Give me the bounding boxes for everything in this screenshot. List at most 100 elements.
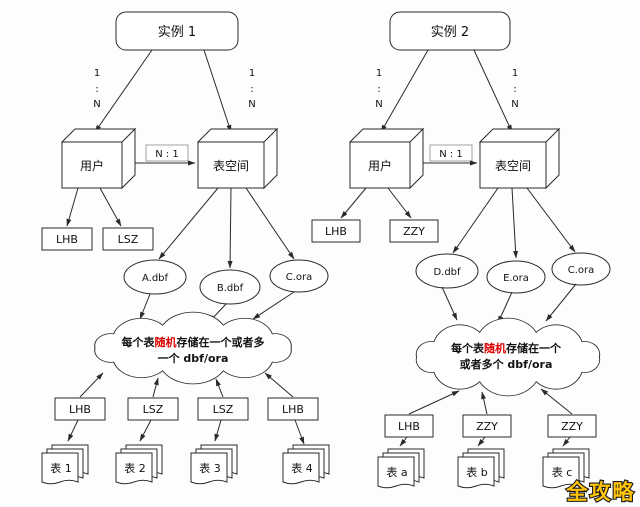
arrow-box2-to-cloud <box>152 377 159 398</box>
arrow-adbf-to-cloud <box>139 293 151 320</box>
arrow-box2-to-table <box>139 419 152 442</box>
cloud-text-line1: 每个表随机存储在一个 <box>451 341 562 355</box>
table-label: 表 4 <box>291 461 313 475</box>
table-owner-label: ZZY <box>561 420 583 433</box>
table-owner-box-right-2 <box>462 414 512 438</box>
arrow-box3-to-cloud <box>215 378 224 398</box>
arrow-instance2-to-user <box>380 49 429 133</box>
ratio-1n-label: 1 : N <box>511 68 518 110</box>
arrow-box4-to-cloud <box>264 372 294 398</box>
tablespace-label-right: 表空间 <box>495 159 531 173</box>
instance-1-section: 实例 1 1 : N 1 : N 用户 表空间 N : 1 LHB LSZ <box>41 11 330 485</box>
arrow-eora-to-cloud <box>497 291 513 324</box>
table-owner-box-left-1 <box>54 397 106 421</box>
ratio-n1-label: N : 1 <box>155 149 179 160</box>
schema-box-right-2 <box>389 219 439 243</box>
storage-cloud-left <box>94 311 292 385</box>
ratio-n: N <box>375 99 382 110</box>
ratio-colon: : <box>250 84 253 95</box>
arrow-ts-to-bdbf <box>227 187 233 269</box>
table-doc-stack-a: 表 a <box>377 448 425 489</box>
arrow-rbox3-to-table <box>562 436 571 447</box>
ratio-one: 1 <box>249 68 255 79</box>
arrow-instance2-to-tablespace <box>473 49 513 133</box>
arrow-user-to-lsz-left <box>99 187 122 227</box>
datafile-label: D.dbf <box>433 267 461 278</box>
datafile-ellipse-right-2 <box>486 260 546 294</box>
schema-box-left-1 <box>41 227 93 251</box>
arrow-ts-to-ddbf <box>452 187 499 254</box>
arrow-instance1-to-tablespace <box>203 49 232 133</box>
table-label: 表 c <box>552 465 573 479</box>
arrow-ts-to-cora-right <box>526 187 576 253</box>
arrow-instance1-to-user <box>94 49 153 133</box>
schema-label: ZZY <box>403 225 425 238</box>
arrow-ts-to-cora <box>245 187 295 260</box>
cloud-text-highlight: 随机 <box>484 341 506 355</box>
schema-box-right-1 <box>311 219 361 243</box>
datafile-label: A.dbf <box>142 273 169 284</box>
table-label: 表 1 <box>50 461 72 475</box>
table-owner-box-left-3 <box>197 397 249 421</box>
watermark-text: 全攻略 <box>566 480 636 504</box>
table-doc-stack-4: 表 4 <box>282 444 330 485</box>
schema-label: LHB <box>56 233 78 246</box>
datafile-ellipse-right-3 <box>551 252 611 286</box>
user-cube-right <box>348 127 425 190</box>
table-owner-label: LHB <box>282 403 304 416</box>
datafile-ellipse-left-3 <box>269 259 329 293</box>
instance-2-node <box>389 11 511 51</box>
datafile-ellipse-left-2 <box>199 269 261 305</box>
arrow-rbox3-to-cloud <box>540 388 573 415</box>
table-doc-stack-2: 表 2 <box>115 444 163 485</box>
table-owner-box-right-1 <box>384 414 434 438</box>
schema-box-left-2 <box>102 227 154 251</box>
table-owner-label: LHB <box>398 420 420 433</box>
tablespace-label-left: 表空间 <box>213 159 249 173</box>
arrow-box1-to-cloud <box>79 372 104 398</box>
instance-2-section: 实例 2 1 : N 1 : N 用户 表空间 N : 1 LHB ZZY D.… <box>311 11 611 489</box>
table-doc-stack-c: 表 c <box>542 448 590 489</box>
cloud-text-highlight: 随机 <box>155 335 177 349</box>
table-doc-stack-1: 表 1 <box>41 444 89 485</box>
cloud-text-prefix: 每个表 <box>122 335 156 349</box>
ratio-colon: : <box>513 84 516 95</box>
arrow-box3-to-table <box>214 419 222 442</box>
instance-1-node <box>115 11 239 51</box>
arrow-rbox2-to-cloud <box>481 391 488 415</box>
cloud-text-suffix: 存储在一个 <box>506 341 562 355</box>
ratio-1n-label: 1 : N <box>375 68 382 110</box>
table-owner-box-right-3 <box>547 414 597 438</box>
datafile-ellipse-right-1 <box>415 253 479 289</box>
instance-1-label: 实例 1 <box>158 25 196 40</box>
table-label: 表 a <box>386 465 407 479</box>
table-owner-label: ZZY <box>476 420 498 433</box>
arrow-box1-to-table <box>67 419 79 442</box>
arrow-ddbf-to-cloud <box>441 286 458 321</box>
table-doc-stack-3: 表 3 <box>190 444 238 485</box>
arrow-rbox1-to-table <box>399 436 408 447</box>
ratio-n1-box <box>145 144 189 162</box>
arrow-ts-to-eora <box>511 187 519 259</box>
storage-cloud-right <box>415 317 601 397</box>
schema-label: LHB <box>325 225 347 238</box>
arrow-user-to-zzy-right <box>387 187 412 219</box>
table-label: 表 2 <box>124 461 146 475</box>
ratio-one: 1 <box>94 68 100 79</box>
ratio-n1-label: N : 1 <box>439 149 463 160</box>
ratio-one: 1 <box>376 68 382 79</box>
ratio-n: N <box>93 99 100 110</box>
ratio-1n-label: 1 : N <box>248 68 255 110</box>
arrow-user-to-lhb-right <box>340 187 367 219</box>
datafile-label: E.ora <box>503 273 529 284</box>
arrow-box4-to-table <box>294 419 305 445</box>
ratio-n1-box <box>429 144 473 162</box>
table-owner-box-left-2 <box>127 397 179 421</box>
tablespace-cube-left <box>196 127 279 190</box>
schema-label: LSZ <box>118 233 139 246</box>
user-label-left: 用户 <box>80 158 104 173</box>
table-owner-label: LSZ <box>143 403 164 416</box>
table-owner-label: LHB <box>69 403 91 416</box>
table-owner-label: LSZ <box>213 403 234 416</box>
